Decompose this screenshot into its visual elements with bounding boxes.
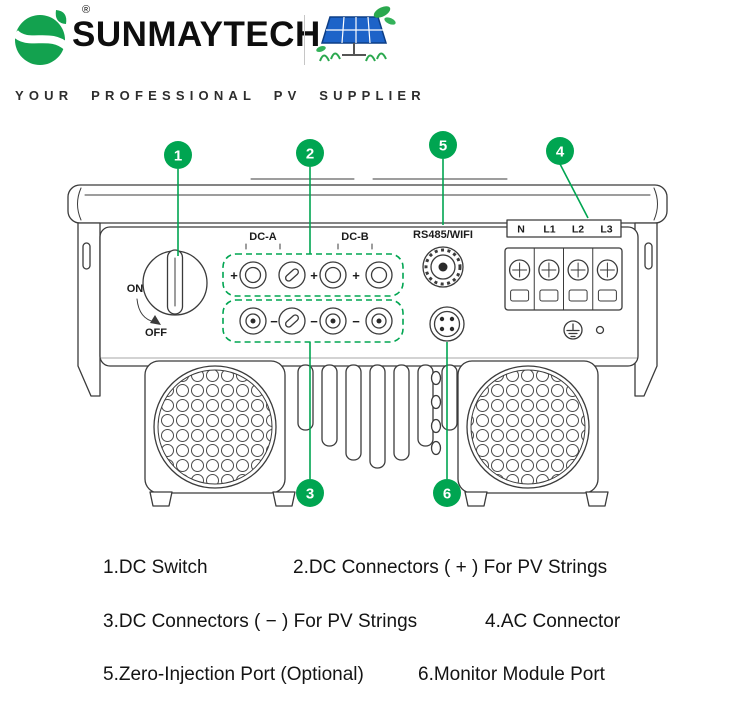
callout-5-number: 5 [439, 138, 447, 155]
panel-screw [595, 325, 605, 335]
plus-sign: + [352, 268, 360, 283]
plus-sign: + [310, 268, 318, 283]
ground-screw [563, 320, 605, 340]
callout-2-marker [296, 139, 324, 167]
legend-item-4: 4.AC Connector [485, 611, 621, 632]
ac-terminal-l3: L3 [600, 224, 612, 236]
dc-a-label: DC-A [249, 231, 277, 243]
ac-terminal-n: N [517, 224, 525, 236]
callout-1-marker [164, 141, 192, 169]
inverter-diagram: ON OFF + + + − − − DC-A [67, 131, 668, 507]
callout-3-marker [296, 479, 324, 507]
dc-a-ticks [245, 243, 281, 250]
dc-switch-arrow-head [150, 315, 161, 325]
brand-logo-icon [12, 10, 70, 65]
ac-terminal-label-box [506, 219, 622, 238]
brand-tagline: YOUR PROFESSIONAL PV SUPPLIER [15, 88, 426, 103]
callout-1: 1 [164, 141, 192, 256]
mounting-flange-right [634, 222, 658, 397]
callout-3: 3 [296, 342, 324, 507]
dc-switch: ON OFF [127, 249, 208, 339]
plus-sign: + [230, 268, 238, 283]
heatsink-fins [297, 364, 458, 469]
inverter-top-lid [67, 178, 668, 224]
rs485-wifi-port: RS485/WIFI [413, 229, 473, 288]
minus-sign: − [310, 314, 318, 329]
callout-2: 2 [296, 139, 324, 254]
callout-5: 5 [429, 131, 457, 225]
solar-panel-icon [316, 6, 396, 62]
dc-b-ticks [337, 243, 373, 250]
callout-6: 6 [433, 342, 461, 507]
legend-item-5: 5.Zero-Injection Port (Optional) [103, 664, 364, 685]
legend-item-6: 6.Monitor Module Port [418, 664, 605, 685]
mounting-feet [149, 491, 609, 507]
ac-terminal-l1: L1 [543, 224, 555, 236]
monitor-module-port [429, 306, 465, 342]
dc-switch-off-label: OFF [145, 327, 167, 339]
dc-b-label: DC-B [341, 231, 369, 243]
ac-terminal-l2: L2 [572, 224, 584, 236]
callout-2-number: 2 [306, 146, 314, 163]
ac-terminal-block: N L1 L2 L3 [504, 219, 623, 311]
mounting-flange-left [77, 222, 101, 397]
callout-3-number: 3 [306, 486, 314, 503]
dc-connectors-negative-row: − − − [222, 299, 404, 343]
minus-sign: − [352, 314, 360, 329]
callout-4-marker [546, 137, 574, 165]
callout-4-number: 4 [556, 144, 565, 161]
callout-6-number: 6 [443, 486, 451, 503]
rs485-wifi-label: RS485/WIFI [413, 229, 473, 241]
callout-4: 4 [546, 137, 589, 219]
brand-name: SUNMAYTECH [72, 15, 321, 54]
callout-6-marker [433, 479, 461, 507]
callout-5-marker [429, 131, 457, 159]
callout-1-number: 1 [174, 148, 182, 165]
header-divider [304, 15, 305, 65]
fan-left [144, 360, 286, 494]
legend-item-2: 2.DC Connectors ( + ) For PV Strings [293, 557, 608, 578]
minus-sign: − [270, 314, 278, 329]
fan-right [457, 360, 599, 494]
dc-switch-on-label: ON [127, 283, 144, 295]
legend-item-3: 3.DC Connectors ( − ) For PV Strings [103, 611, 418, 632]
registered-trademark: ® [82, 4, 91, 16]
legend-item-1: 1.DC Switch [103, 557, 208, 578]
dc-connectors-positive-row: + + + [222, 253, 404, 297]
